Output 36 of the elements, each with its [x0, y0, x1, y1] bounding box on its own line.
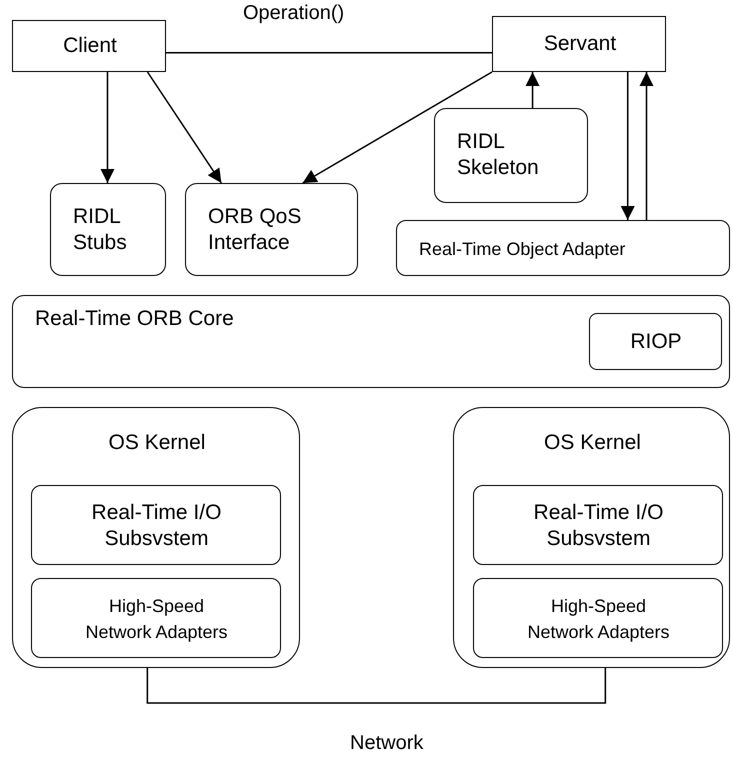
component-box	[434, 108, 588, 203]
component-box	[30, 578, 280, 658]
component-box	[185, 183, 358, 276]
class-box	[492, 16, 666, 72]
node-label: Real-Time ORB Core	[35, 306, 234, 332]
node-label: OS Kernel	[108, 430, 206, 456]
component-box	[50, 183, 166, 276]
layer-container	[453, 407, 730, 668]
arrow	[526, 72, 540, 108]
arrow	[302, 71, 492, 184]
node-label: Real-Time I/O Subsvstem	[532, 500, 664, 552]
node-label: ORB QoS Interface	[208, 204, 302, 256]
connector-line	[146, 668, 606, 704]
node-label: Servant	[542, 31, 618, 57]
node-label: RIDL Stubs	[73, 204, 128, 256]
protocol-box	[588, 312, 722, 370]
node-label: High-Speed Network Adapters	[84, 594, 229, 644]
arrow	[640, 72, 654, 220]
node-label: Real-Time Object Adapter	[419, 238, 626, 261]
node-label: High-Speed Network Adapters	[526, 594, 671, 644]
component-box	[396, 220, 730, 276]
node-label: OS Kernel	[543, 430, 642, 456]
node-label: Client	[62, 33, 118, 59]
connector-line	[166, 52, 492, 54]
component-box	[30, 484, 280, 564]
arrow	[620, 72, 635, 220]
layer-container	[12, 407, 300, 668]
node-label: Real-Time I/O Subsvstem	[90, 500, 222, 552]
component-box	[472, 578, 722, 658]
arrow	[100, 72, 114, 183]
class-box	[12, 20, 166, 72]
node-label: RIDL Skeleton	[457, 129, 540, 181]
arrow	[146, 72, 222, 184]
layer-container	[12, 295, 730, 388]
node-label: RIOP	[629, 328, 683, 354]
component-box	[472, 484, 722, 564]
